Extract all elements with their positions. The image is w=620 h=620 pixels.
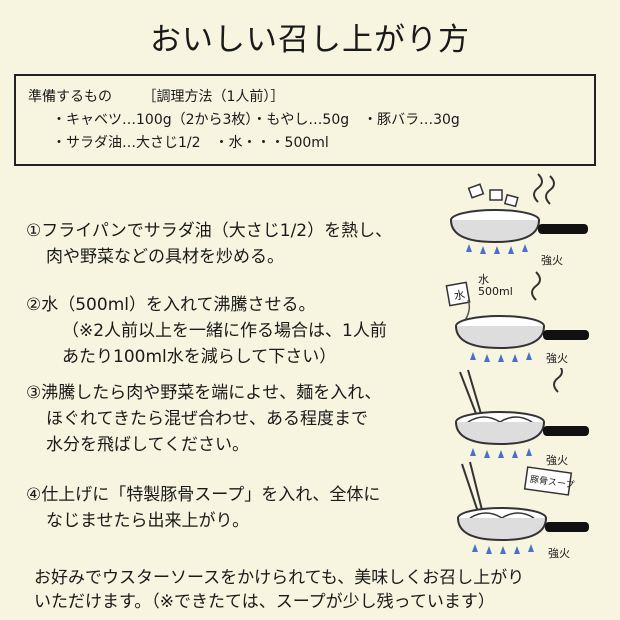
water-label: 水 [478,273,489,286]
step-1: ①フライパンでサラダ油（大さじ1/2）を熱し、 肉や野菜などの具材を炒める。 [26,218,392,270]
step-line: 肉や野菜などの具材を炒める。 [46,247,284,267]
heat-label: 強火 [541,254,563,267]
pan-with-noodles-icon [455,368,589,458]
prep-line-2: ・サラダ油…大さじ1/2 ・水・・・500ml [52,135,329,151]
page-title: おいしい召し上がり方 [150,22,470,58]
step-line: 水分を飛ばしてください。 [46,435,249,455]
footer-line: お好みでウスターソースをかけられても、美味しくお召し上がり [34,568,525,588]
prep-header: 準備するもの ［調理方法（1人前）］ [28,86,594,109]
step-line: ほぐれてきたら混ぜ合わせ、ある程度まで [46,409,368,429]
water-amount-label: 水 500ml [478,274,513,298]
step-line: （※2人前以上を一緒に作る場合は、1人前 [62,321,387,341]
step-line: ④仕上げに「特製豚骨スープ」を入れ、全体に [26,485,381,505]
pan-with-water-icon [445,271,589,362]
prep-method: ［調理方法（1人前）］ [142,89,285,105]
step-line: なじませたら出来上がり。 [46,511,250,531]
heat-label: 強火 [546,352,568,365]
prep-line-1: ・キャベツ…100g（2から3枚）・もやし…50g ・豚バラ…30g [52,112,460,128]
prep-heading: 準備するもの [28,89,112,105]
footer-note: お好みでウスターソースをかけられても、美味しくお召し上がり いただけます。（※で… [34,566,524,614]
heat-label: 強火 [546,454,568,467]
footer-line: いただけます。（※できたては、スープが少し残っています） [34,592,495,612]
step-line: ③沸騰したら肉や野菜を端によせ、麺を入れ、 [26,383,382,403]
step-2: ②水（500ml）を入れて沸騰させる。 （※2人前以上を一緒に作る場合は、1人前… [26,292,387,370]
water-amount: 500ml [478,285,513,298]
step-4: ④仕上げに「特製豚骨スープ」を入れ、全体に なじませたら出来上がり。 [26,482,380,534]
heat-label: 強火 [548,547,570,560]
step-line: ②水（500ml）を入れて沸騰させる。 [26,295,316,315]
preparation-box: 準備するもの ［調理方法（1人前）］ ・キャベツ…100g（2から3枚）・もやし… [14,74,596,166]
pan-with-soup-icon [457,461,589,554]
step-line: あたり100ml水を減らして下さい） [62,347,337,367]
step-line: ①フライパンでサラダ油（大さじ1/2）を熱し、 [26,221,393,241]
frying-pan-icon [450,173,588,254]
step-3: ③沸騰したら肉や野菜を端によせ、麺を入れ、 ほぐれてきたら混ぜ合わせ、ある程度ま… [26,380,381,458]
